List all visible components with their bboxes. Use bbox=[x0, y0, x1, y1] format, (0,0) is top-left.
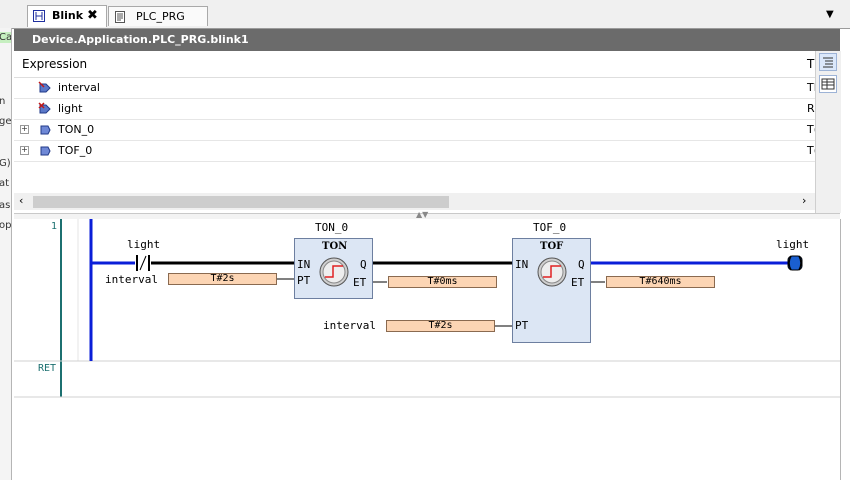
table-row[interactable]: light R bbox=[14, 98, 815, 120]
tof-et-pin: ET bbox=[571, 276, 585, 289]
expand-icon[interactable]: + bbox=[20, 145, 29, 155]
view-toggle-strip bbox=[815, 51, 841, 213]
document-icon bbox=[115, 11, 125, 23]
ton-instance-name[interactable]: TON_0 bbox=[315, 221, 349, 234]
row-name: TOF_0 bbox=[58, 144, 93, 157]
tof-instance-name[interactable]: TOF_0 bbox=[533, 221, 567, 234]
watch-table: Expression T interval TI light R + TON_0… bbox=[14, 51, 819, 213]
ton-et-pin: ET bbox=[353, 276, 367, 289]
contact-variable[interactable]: light bbox=[127, 238, 161, 251]
ladder-pou-icon bbox=[33, 10, 45, 22]
instance-path-bar: Device.Application.PLC_PRG.blink1 bbox=[14, 29, 840, 51]
ladder-editor[interactable]: 1 RET light interval T#2s TON_0 TON IN P… bbox=[14, 219, 840, 480]
expand-icon[interactable]: + bbox=[20, 124, 29, 134]
panel-fragment: op bbox=[0, 220, 12, 231]
tof-pt-variable[interactable]: interval bbox=[323, 319, 376, 332]
ton-q-pin: Q bbox=[360, 258, 367, 271]
collapse-arrows-icon[interactable]: ▲▼ bbox=[416, 210, 429, 219]
ton-function-block[interactable]: TON IN PT Q ET bbox=[294, 238, 373, 299]
timer-icon bbox=[319, 257, 349, 287]
panel-fragment: ge bbox=[0, 116, 12, 127]
scroll-right-icon[interactable]: › bbox=[802, 194, 807, 207]
table-row[interactable]: interval TI bbox=[14, 77, 817, 99]
close-icon[interactable]: ✖ bbox=[87, 8, 98, 23]
ton-et-value: T#0ms bbox=[388, 276, 497, 288]
text-view-icon[interactable] bbox=[819, 53, 837, 71]
timer-icon bbox=[537, 257, 567, 287]
tab-plc-prg-label: PLC_PRG bbox=[136, 10, 185, 23]
tof-type-label: TOF bbox=[540, 241, 564, 252]
row-type: T( bbox=[807, 123, 819, 136]
coil-variable[interactable]: light bbox=[776, 238, 810, 251]
scrollbar-thumb[interactable] bbox=[33, 196, 449, 208]
scroll-left-icon[interactable]: ‹ bbox=[19, 194, 24, 207]
column-header-type: T bbox=[807, 57, 815, 71]
ton-pt-value: T#2s bbox=[168, 273, 277, 285]
table-view-icon[interactable] bbox=[819, 75, 837, 93]
panel-fragment: as bbox=[0, 200, 11, 211]
output-variable-icon bbox=[38, 102, 51, 114]
ret-label: RET bbox=[38, 363, 57, 374]
tof-et-value: T#640ms bbox=[606, 276, 715, 288]
ton-type-label: TON bbox=[322, 241, 348, 252]
tab-blink-label: Blink bbox=[52, 9, 84, 22]
network-number: 1 bbox=[51, 221, 58, 232]
row-name: interval bbox=[58, 81, 100, 94]
tab-plc-prg[interactable]: PLC_PRG bbox=[108, 6, 208, 26]
row-type: T( bbox=[807, 144, 819, 157]
panel-fragment: at bbox=[0, 178, 10, 189]
row-type: TI bbox=[807, 81, 817, 94]
panel-fragment: G) bbox=[0, 158, 11, 169]
chevron-down-icon[interactable]: ▼ bbox=[826, 9, 834, 20]
tof-in-pin: IN bbox=[515, 258, 529, 271]
row-name: TON_0 bbox=[58, 123, 95, 136]
table-row[interactable]: + TOF_0 T( bbox=[14, 140, 819, 162]
editor-right-border bbox=[840, 219, 841, 480]
tab-blink[interactable]: Blink ✖ bbox=[27, 5, 107, 27]
tof-q-pin: Q bbox=[578, 258, 585, 271]
instance-path: Device.Application.PLC_PRG.blink1 bbox=[32, 33, 249, 46]
ton-pt-variable[interactable]: interval bbox=[105, 273, 158, 286]
function-block-instance-icon bbox=[40, 125, 51, 135]
row-type: R bbox=[807, 102, 815, 115]
left-panel-sliver: Ca n ge G) at as op bbox=[0, 28, 12, 480]
function-block-instance-icon bbox=[40, 146, 51, 156]
panel-fragment: n bbox=[0, 96, 5, 107]
ton-in-pin: IN bbox=[297, 258, 311, 271]
tof-pt-value: T#2s bbox=[386, 320, 495, 332]
panel-fragment: Ca bbox=[0, 32, 12, 43]
row-name: light bbox=[58, 102, 83, 115]
table-row[interactable]: + TON_0 T( bbox=[14, 119, 819, 141]
column-header-expression[interactable]: Expression T bbox=[14, 51, 815, 78]
ladder-network-wiring bbox=[14, 219, 840, 398]
tof-pt-pin: PT bbox=[515, 319, 529, 332]
tof-function-block[interactable]: TOF IN PT Q ET bbox=[512, 238, 591, 343]
column-header-label: Expression bbox=[22, 57, 88, 71]
ton-pt-pin: PT bbox=[297, 274, 311, 287]
input-variable-icon bbox=[38, 81, 51, 93]
editor-tab-bar: Blink ✖ PLC_PRG ▼ bbox=[0, 0, 850, 29]
